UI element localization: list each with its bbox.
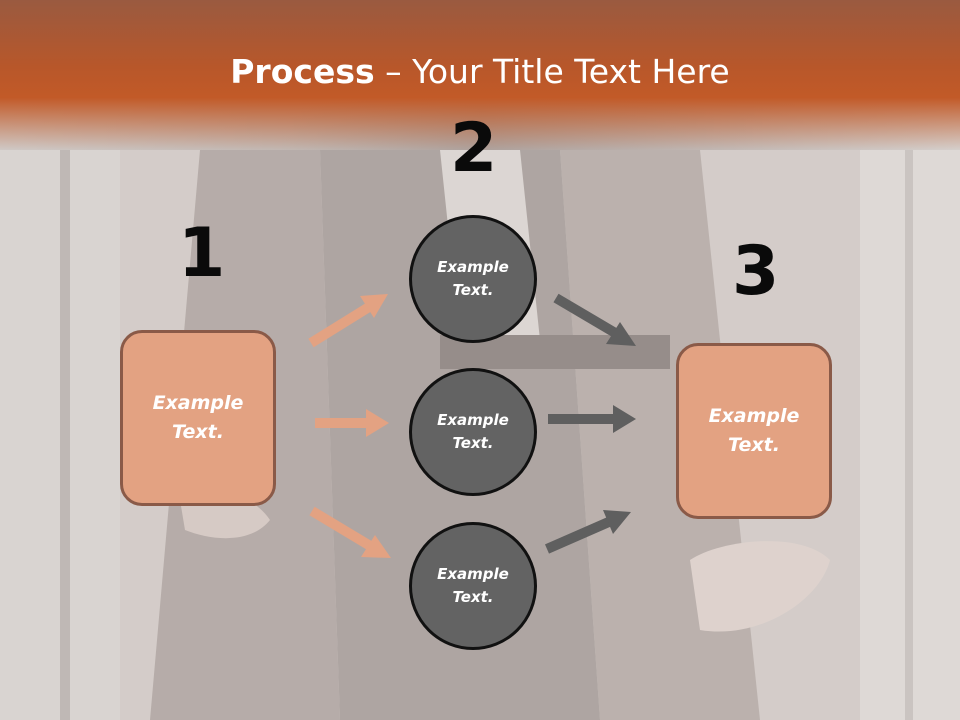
circle-top: Example Text. bbox=[409, 215, 537, 343]
step-number-2: 2 bbox=[450, 109, 498, 188]
arrow-left-to-top bbox=[308, 294, 388, 348]
right-step-box-label: Example Text. bbox=[708, 405, 800, 456]
step-number-3: 3 bbox=[732, 232, 780, 311]
right-step-box: Example Text. bbox=[676, 343, 832, 519]
title-rest: – Your Title Text Here bbox=[374, 52, 730, 91]
arrow-left-to-bottom bbox=[309, 506, 391, 558]
circle-middle: Example Text. bbox=[409, 368, 537, 496]
circle-middle-label: Example Text. bbox=[437, 411, 509, 452]
step-number-1: 1 bbox=[178, 214, 226, 293]
slide-title: Process – Your Title Text Here bbox=[0, 52, 960, 91]
circle-top-label: Example Text. bbox=[437, 258, 509, 299]
circle-bottom-label: Example Text. bbox=[437, 565, 509, 606]
arrow-left-to-middle bbox=[315, 409, 389, 437]
arrow-bottom-to-right bbox=[544, 510, 631, 554]
circle-bottom: Example Text. bbox=[409, 522, 537, 650]
arrow-top-to-right bbox=[553, 293, 636, 346]
arrow-middle-to-right bbox=[548, 405, 636, 433]
title-bold-part: Process bbox=[230, 52, 375, 91]
left-step-box: Example Text. bbox=[120, 330, 276, 506]
left-step-box-label: Example Text. bbox=[152, 392, 244, 443]
title-band bbox=[0, 0, 960, 150]
